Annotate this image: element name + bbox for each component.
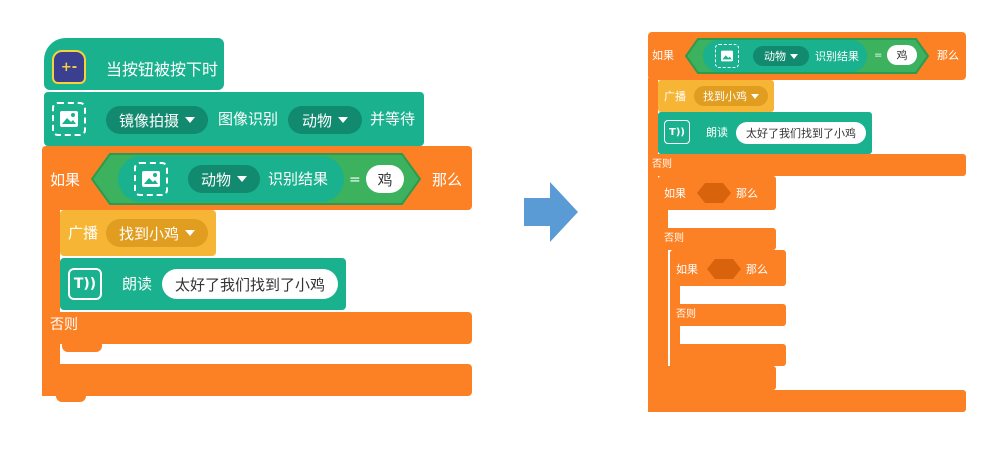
speak-label: 朗读 bbox=[706, 126, 728, 139]
else-label: 否则 bbox=[652, 159, 672, 170]
then-label: 那么 bbox=[937, 49, 959, 62]
image-icon bbox=[134, 162, 168, 196]
inner2-else-bar bbox=[670, 304, 786, 326]
inner2-bottom-bar bbox=[670, 344, 786, 366]
broadcast-message-dropdown[interactable]: 找到小鸡 bbox=[106, 219, 208, 247]
inner-if-left-arm bbox=[658, 208, 668, 390]
speak-text-input[interactable]: 太好了我们找到了小鸡 bbox=[162, 269, 338, 299]
inner-else-bar bbox=[658, 228, 776, 250]
broadcast-block[interactable]: 广播 找到小鸡 bbox=[60, 210, 216, 256]
chevron-down-icon bbox=[338, 117, 348, 123]
broadcast-label: 广播 bbox=[664, 90, 686, 103]
camera-mode-dropdown[interactable]: 镜像拍摄 bbox=[106, 106, 208, 134]
empty-slot-notch bbox=[62, 344, 102, 352]
arrow-right-icon bbox=[524, 182, 578, 242]
empty-condition-hexagon[interactable] bbox=[706, 258, 742, 280]
chevron-down-icon bbox=[185, 230, 195, 236]
text-to-speech-icon: T)) bbox=[68, 268, 102, 300]
else-label: 否则 bbox=[50, 317, 78, 333]
inner-then-label: 那么 bbox=[736, 187, 758, 200]
picture-glyph bbox=[142, 171, 160, 187]
category-dropdown[interactable]: 动物 bbox=[288, 106, 362, 134]
cond-result-label: 识别结果 bbox=[815, 50, 859, 63]
broadcast-message-label: 找到小鸡 bbox=[703, 90, 747, 103]
image-icon bbox=[52, 102, 86, 136]
picture-glyph bbox=[721, 50, 733, 62]
equals-sign: = bbox=[874, 50, 883, 61]
category-label: 动物 bbox=[301, 111, 332, 130]
else-bar bbox=[42, 312, 472, 344]
speak-block[interactable]: T)) 朗读 太好了我们找到了小鸡 bbox=[658, 112, 872, 154]
broadcast-message-dropdown[interactable]: 找到小鸡 bbox=[694, 86, 768, 106]
outer-bottom-bar bbox=[648, 390, 966, 412]
recognition-result-reporter[interactable]: 动物 识别结果 bbox=[703, 40, 867, 72]
image-recognition-block[interactable]: 镜像拍摄 图像识别 动物 并等待 bbox=[44, 92, 424, 146]
speak-block[interactable]: T)) 朗读 太好了我们找到了小鸡 bbox=[60, 258, 346, 310]
cond-category-label: 动物 bbox=[764, 50, 786, 63]
empty-condition-hexagon[interactable] bbox=[696, 182, 732, 204]
cond-category-dropdown[interactable]: 动物 bbox=[188, 165, 260, 193]
broadcast-message-label: 找到小鸡 bbox=[118, 224, 179, 243]
picture-glyph bbox=[60, 111, 78, 127]
hat-label: 当按钮被按下时 bbox=[106, 60, 219, 79]
image-recognition-label: 图像识别 bbox=[218, 110, 279, 128]
recognition-result-reporter[interactable]: 动物 识别结果 bbox=[118, 156, 344, 202]
cond-category-dropdown[interactable]: 动物 bbox=[753, 46, 809, 66]
speak-label: 朗读 bbox=[122, 275, 153, 293]
if-else-left-arm bbox=[42, 206, 60, 396]
broadcast-label: 广播 bbox=[68, 224, 99, 242]
if-else-bottom-bar bbox=[42, 364, 472, 396]
broadcast-block[interactable]: 广播 找到小鸡 bbox=[658, 80, 774, 112]
cond-value-input[interactable]: 鸡 bbox=[887, 45, 917, 65]
inner-if-label: 如果 bbox=[664, 187, 686, 200]
camera-mode-label: 镜像拍摄 bbox=[118, 111, 179, 130]
inner-else-label: 否则 bbox=[664, 233, 684, 244]
wait-label: 并等待 bbox=[370, 110, 416, 128]
chevron-down-icon bbox=[185, 117, 195, 123]
inner-bottom-bar bbox=[658, 366, 776, 390]
chevron-down-icon bbox=[751, 93, 759, 99]
inner2-if-label: 如果 bbox=[676, 263, 698, 276]
text-to-speech-icon: T)) bbox=[664, 120, 690, 144]
inner2-then-label: 那么 bbox=[746, 263, 768, 276]
bottom-notch bbox=[56, 394, 86, 402]
cond-category-label: 动物 bbox=[200, 170, 231, 189]
chevron-down-icon bbox=[237, 176, 247, 182]
cond-value-input[interactable]: 鸡 bbox=[366, 165, 404, 193]
outer-else-bar bbox=[648, 154, 966, 176]
cond-result-label: 识别结果 bbox=[268, 170, 329, 188]
inner2-if-left-arm bbox=[670, 284, 680, 368]
empty-slot bbox=[60, 344, 472, 364]
controller-icon: +- bbox=[52, 50, 86, 84]
equals-sign: = bbox=[349, 172, 361, 188]
hat-block-button-pressed[interactable]: +- 当按钮被按下时 bbox=[44, 38, 224, 90]
speak-text-input[interactable]: 太好了我们找到了小鸡 bbox=[736, 122, 866, 144]
inner2-else-label: 否则 bbox=[676, 309, 696, 320]
outer-if-left-arm bbox=[648, 78, 658, 412]
image-icon bbox=[715, 44, 739, 68]
then-label: 那么 bbox=[432, 171, 463, 189]
chevron-down-icon bbox=[790, 53, 798, 59]
if-label: 如果 bbox=[50, 171, 81, 189]
outer-if-label: 如果 bbox=[652, 49, 674, 62]
